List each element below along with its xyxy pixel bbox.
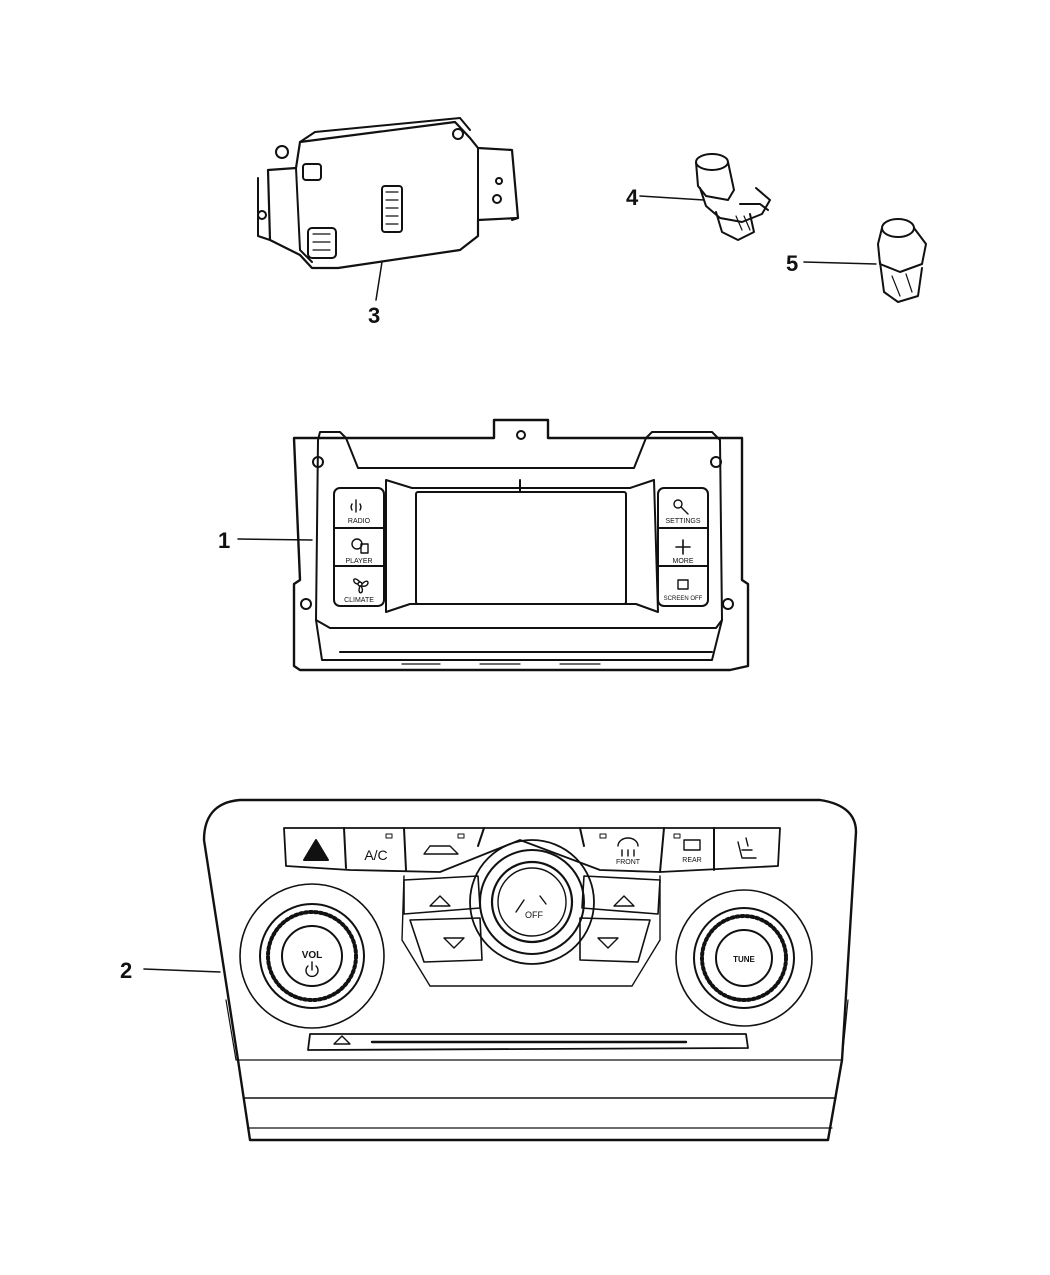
fan-icon [353,578,369,594]
callout-4: 4 [626,185,639,210]
heated-seat-icon [737,837,757,859]
left-temp-down-icon [443,937,465,949]
volume-knob-label: VOL [302,950,323,961]
tune-knob: TUNE [675,889,813,1027]
right-temp-down-icon [597,937,619,949]
center-knob-label: OFF [525,910,543,920]
part-5-switch [803,218,927,303]
callout-3: 3 [368,303,380,328]
front-defrost-label: FRONT [616,859,641,866]
more-button-label: MORE [673,558,694,565]
screen-off-icon [677,579,689,590]
settings-button-label: SETTINGS [665,518,700,525]
tune-knob-label: TUNE [733,955,755,964]
disc-slot [307,1033,749,1051]
screen-off-button-label: SCREEN OFF [664,596,703,602]
player-icon [351,538,369,554]
player-button-label: PLAYER [345,558,372,565]
rear-defrost-icon [683,839,701,851]
part-4-switch [639,153,771,241]
radio-button-label: RADIO [348,518,371,525]
ac-button-label: A/C [364,847,387,863]
callout-2: 2 [120,958,132,983]
right-temp-up-icon [613,895,635,907]
center-fan-knob: OFF [469,839,595,965]
hazard-triangle-icon [303,839,329,861]
recirculation-icon [423,845,459,855]
settings-wrench-icon [673,499,689,515]
power-icon [305,961,319,978]
callout-1: 1 [218,528,230,553]
part-1-radio-display: RADIO PLAYER CLIMATE SETTINGS MORE SCREE… [237,418,750,672]
callout-5: 5 [786,251,798,276]
left-temp-up-icon [429,895,451,907]
part-2-control-panel: A/C FRONT REAR OFF [143,798,858,1142]
plus-icon [675,539,691,555]
part-3-module [257,117,520,301]
volume-knob: VOL [239,883,385,1029]
climate-button-label: CLIMATE [344,597,374,604]
radio-icon [350,499,362,513]
front-defrost-icon [617,837,639,857]
rear-defrost-label: REAR [682,857,701,864]
eject-icon [333,1035,351,1045]
